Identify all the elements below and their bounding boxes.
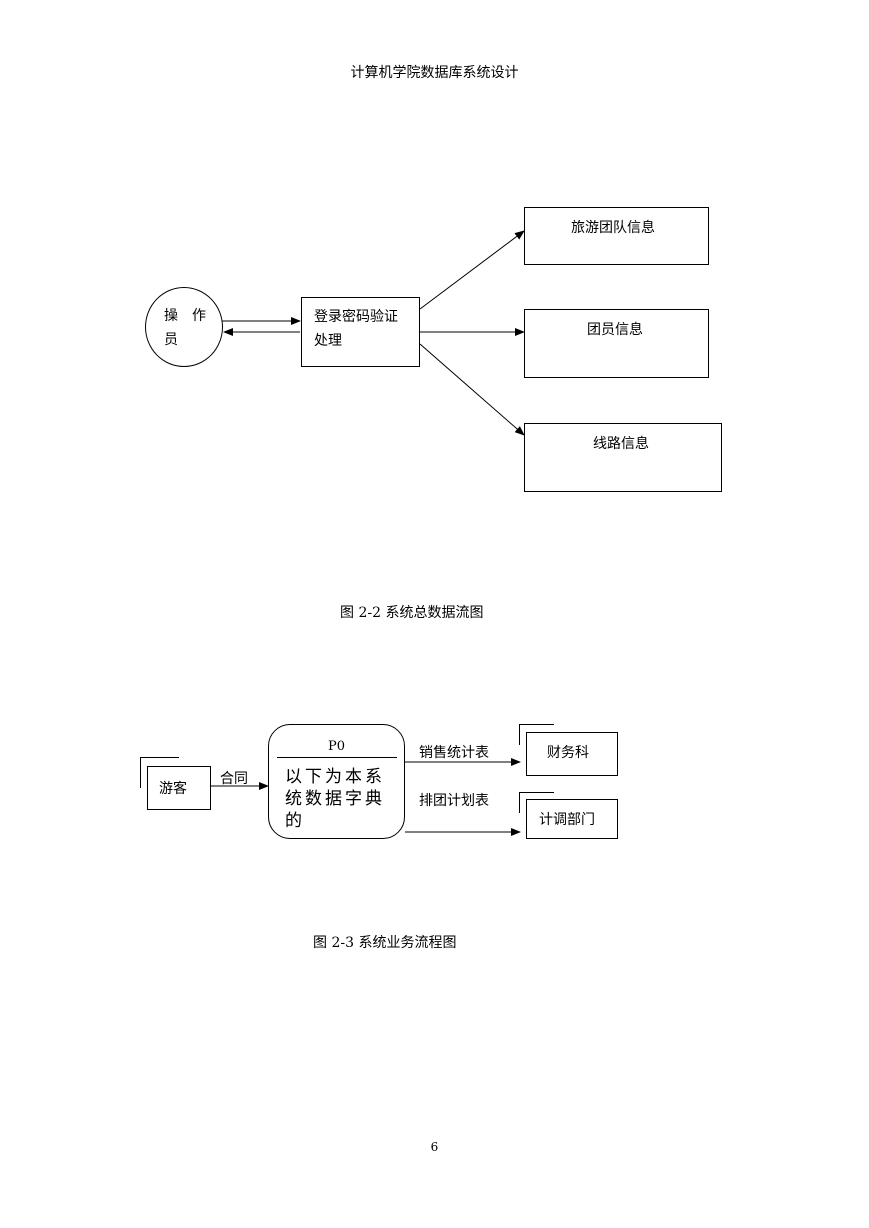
flow-contract-label: 合同 <box>220 771 248 787</box>
tourist-entity: 游客 <box>147 766 211 810</box>
flow-schedule-label: 排团计划表 <box>419 793 489 809</box>
finance-corner <box>519 724 554 745</box>
team-info-label: 旅游团队信息 <box>571 220 655 236</box>
dispatch-corner <box>519 792 554 813</box>
operator-entity: 操 作 员 <box>145 287 223 367</box>
process-label-line1: 登录密码验证 <box>314 309 398 325</box>
tourist-label: 游客 <box>159 781 187 797</box>
page-header: 计算机学院数据库系统设计 <box>350 65 519 81</box>
p0-text-line1: 以下为本系 <box>285 767 385 787</box>
p0-id: P0 <box>327 739 346 754</box>
member-info-store: 团员信息 <box>524 309 709 378</box>
route-info-label: 线路信息 <box>593 436 649 452</box>
login-verify-process: 登录密码验证 处理 <box>301 297 420 367</box>
dispatch-store: 计调部门 <box>526 799 618 839</box>
p0-process: P0 以下为本系 统数据字典 的 <box>268 724 405 839</box>
flow-process-to-route <box>419 343 525 436</box>
p0-text-line2: 统数据字典 <box>285 789 385 809</box>
team-info-store: 旅游团队信息 <box>524 207 709 265</box>
p0-divider <box>277 757 397 758</box>
route-info-store: 线路信息 <box>524 423 722 492</box>
p0-text-line3: 的 <box>285 811 302 831</box>
operator-label-line1: 操 作 <box>164 308 206 324</box>
member-info-label: 团员信息 <box>587 322 643 338</box>
finance-store: 财务科 <box>526 732 618 776</box>
flow-sales-label: 销售统计表 <box>419 745 489 761</box>
flow-process-to-team <box>419 230 525 310</box>
page-number: 6 <box>430 1140 439 1154</box>
tourist-corner <box>140 757 179 788</box>
dispatch-label: 计调部门 <box>539 812 595 828</box>
figure-2-2-caption: 图 2-2 系统总数据流图 <box>340 605 484 621</box>
operator-label-line2: 员 <box>164 332 178 348</box>
process-label-line2: 处理 <box>314 333 342 349</box>
figure-2-3-caption: 图 2-3 系统业务流程图 <box>313 935 457 951</box>
finance-label: 财务科 <box>547 745 589 761</box>
